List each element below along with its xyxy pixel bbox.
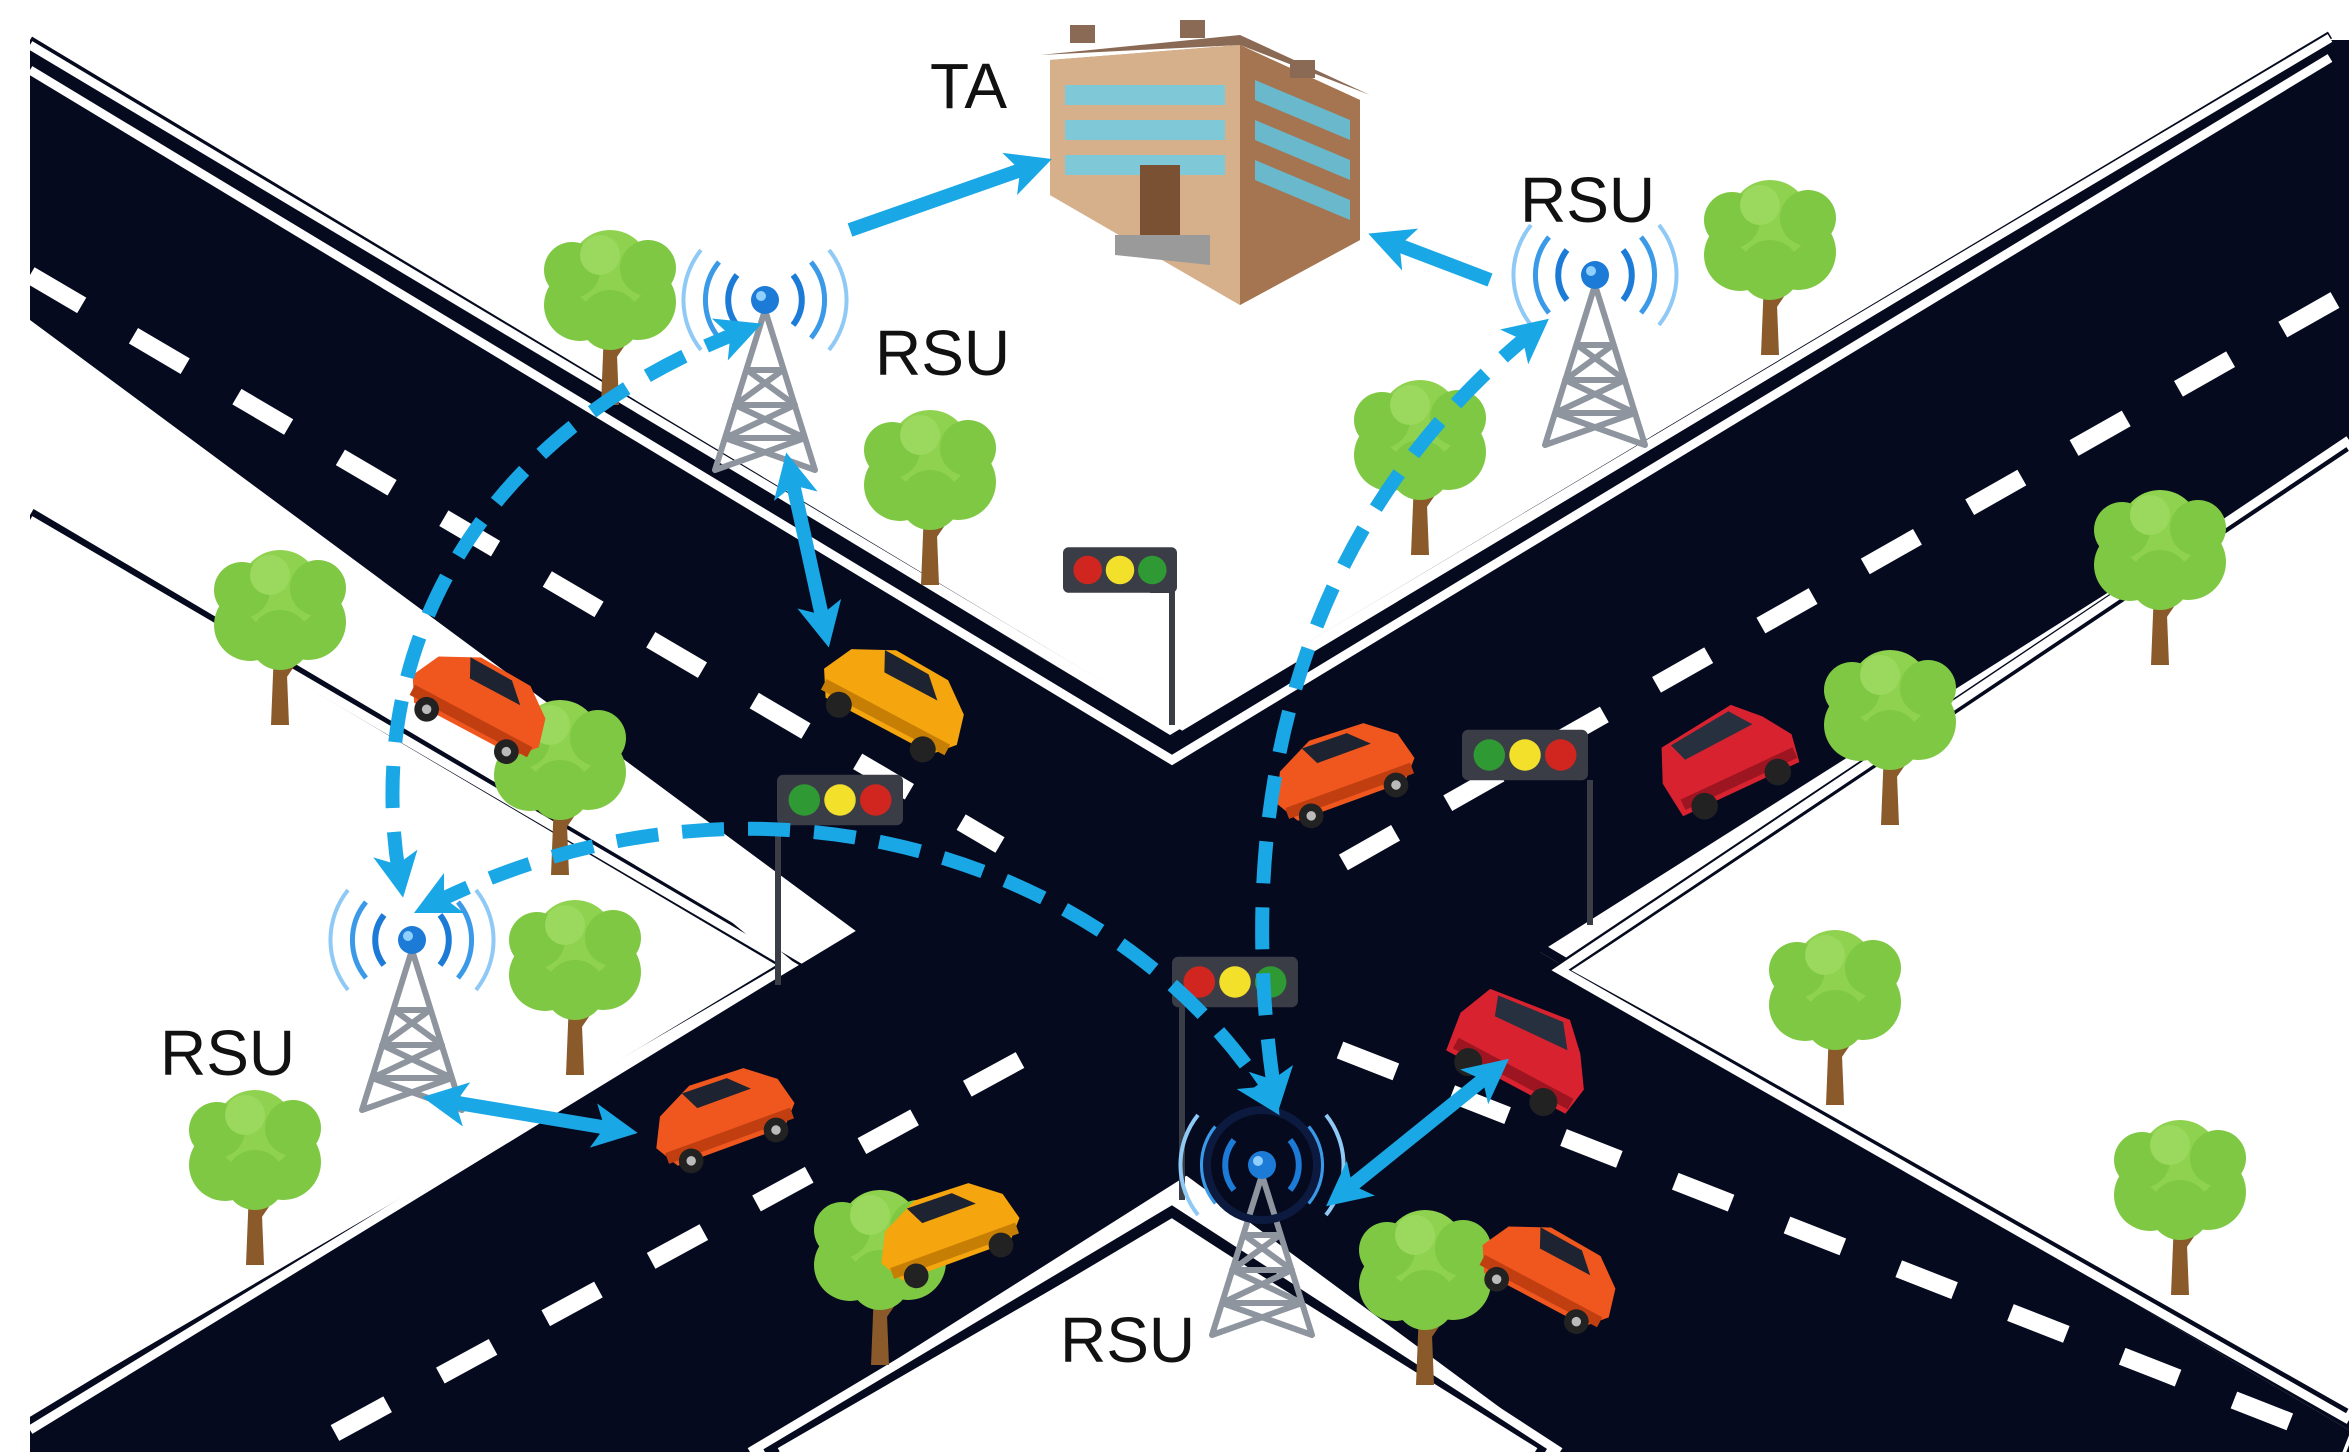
communication-links [373,152,1549,1207]
link-rsu-to-ta [1368,228,1493,287]
rsu-label-left: RSU [160,1017,295,1089]
link-rsu-rsu [1248,318,1549,1113]
link-rsu-vehicle [773,452,842,648]
ta-label: TA [930,50,1007,122]
link-rsu-rsu [373,318,762,898]
rsu-label-top-right: RSU [1520,164,1655,236]
link-rsu-rsu [413,821,1280,1116]
building-icon [1040,20,1370,305]
rsu-label-top-left: RSU [875,317,1010,389]
traffic-light-icon [1462,729,1593,925]
link-rsu-to-ta [847,152,1052,237]
sidewalk-bottom [750,1200,1560,1452]
labels: TA RSU RSU RSU RSU [160,50,1655,1376]
traffic-light-icon [1063,547,1177,725]
rsu-label-bottom: RSU [1060,1304,1195,1376]
